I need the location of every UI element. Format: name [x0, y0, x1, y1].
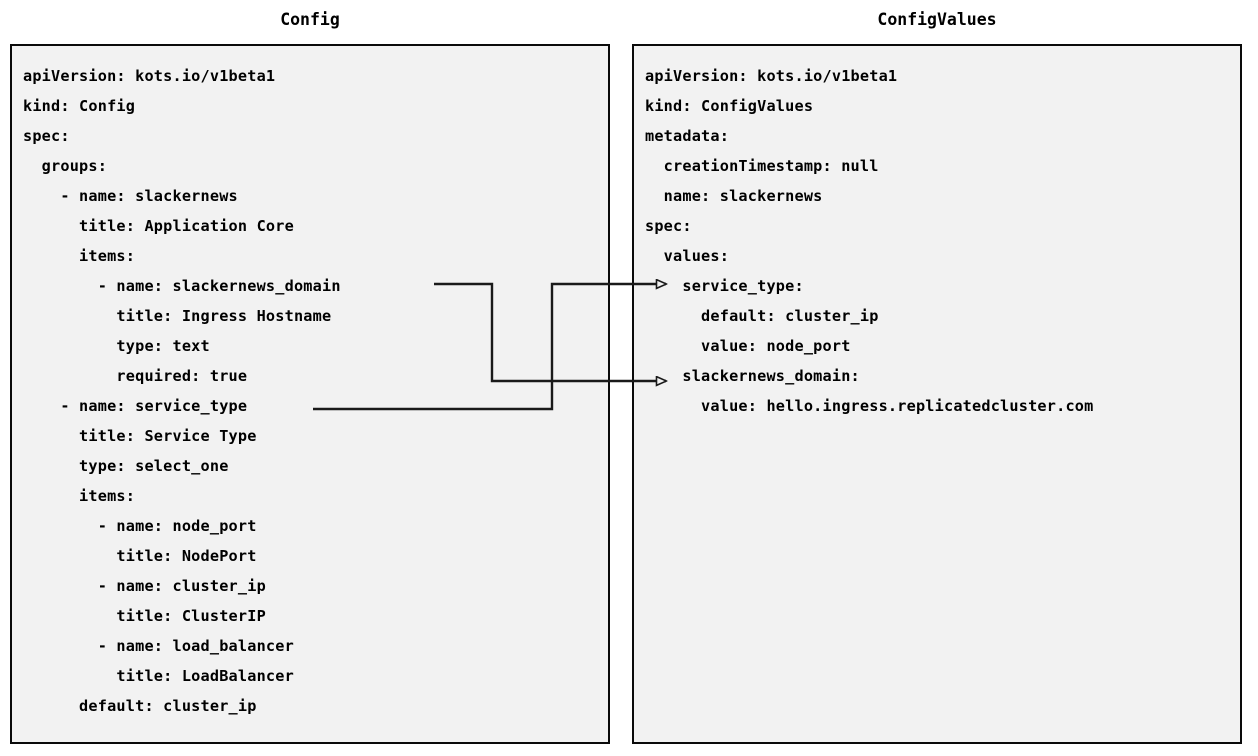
config-yaml-text: apiVersion: kots.io/v1beta1 kind: Config… — [23, 67, 341, 715]
config-panel-title: Config — [280, 10, 340, 29]
configvalues-panel-title: ConfigValues — [877, 10, 997, 29]
configvalues-panel: apiVersion: kots.io/v1beta1 kind: Config… — [632, 44, 1242, 744]
configvalues-yaml-text: apiVersion: kots.io/v1beta1 kind: Config… — [645, 67, 1094, 415]
config-panel: apiVersion: kots.io/v1beta1 kind: Config… — [10, 44, 610, 744]
